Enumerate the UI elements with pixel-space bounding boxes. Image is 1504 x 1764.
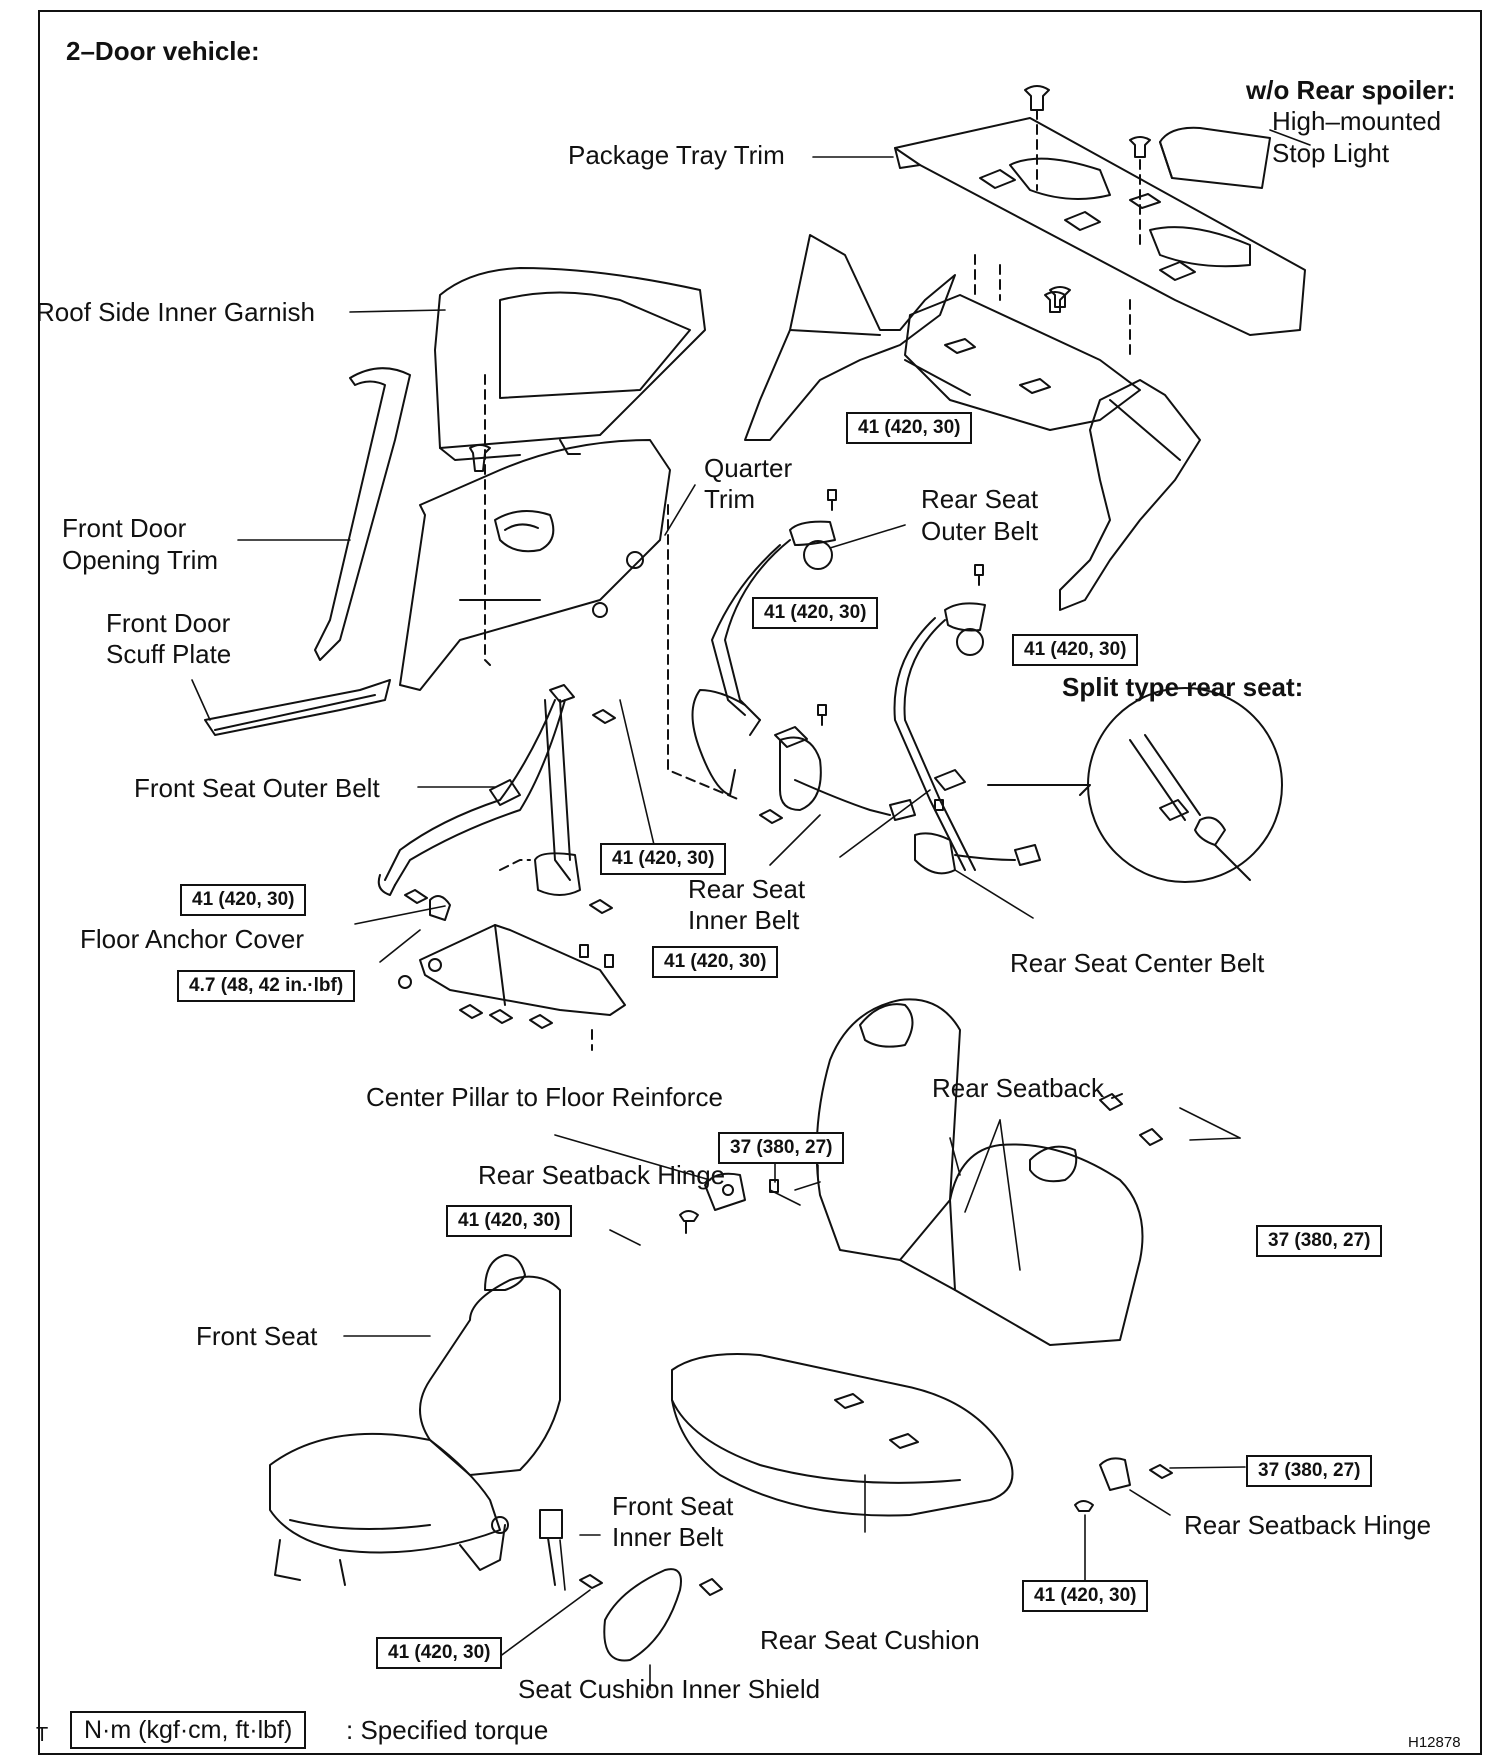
- front-door-scuff-plate-label-2: Scuff Plate: [106, 639, 232, 669]
- front-seat-inner-belt-label-2: Inner Belt: [612, 1522, 724, 1552]
- shield-bolt: [699, 1578, 723, 1596]
- trim-clip: [1049, 286, 1071, 308]
- front-seat-drawing: [269, 1254, 561, 1586]
- scuff-plate-drawing: [204, 679, 391, 736]
- rear-seat-outer-belt-label-2: Outer Belt: [921, 516, 1039, 546]
- floor-anchor-cover-drawing: [429, 895, 451, 921]
- stop-light-label-1: High–mounted: [1272, 106, 1442, 136]
- front-belt-anchor-bolt: [404, 889, 428, 904]
- legend-text: : Specified torque: [346, 1715, 549, 1745]
- outer-belt-guide-line: [667, 504, 741, 801]
- front-seat-outer-belt-label: Front Seat Outer Belt: [134, 773, 380, 803]
- package-tray-trim-drawing: [894, 117, 1306, 336]
- front-belt-upper-bolt: [592, 709, 616, 724]
- rear-seatback-hinge-drawing: [704, 1172, 746, 1211]
- floor-anchor-cover-label: Floor Anchor Cover: [80, 924, 304, 954]
- legend-prefix: T: [36, 1724, 49, 1746]
- seat-cushion-inner-shield-label: Seat Cushion Inner Shield: [518, 1674, 821, 1704]
- rear-seatback-hinge-label-left: Rear Seatback Hinge: [478, 1160, 726, 1190]
- torque-box-hinge-right-lower: 41 (420, 30): [1022, 1580, 1149, 1612]
- roof-side-inner-garnish-label: Roof Side Inner Garnish: [36, 297, 315, 327]
- seatback-bolt-right: [1139, 1128, 1163, 1146]
- front-door-opening-trim-label-2: Opening Trim: [62, 545, 219, 575]
- front-seat-inner-belt-drawing: [539, 1509, 563, 1586]
- stop-light-drawing: [1159, 126, 1271, 189]
- torque-box-outer-belt: 41 (420, 30): [846, 412, 973, 444]
- package-tray-side-panel: [904, 294, 1141, 431]
- diagram-frame: [38, 10, 1482, 1755]
- rear-seat-cushion-label: Rear Seat Cushion: [760, 1625, 980, 1655]
- center-belt-lower-bolt: [934, 799, 944, 811]
- rear-seat-inner-belt-label-2: Inner Belt: [688, 905, 800, 935]
- stop-light-label-2: Stop Light: [1272, 138, 1390, 168]
- center-pillar-reinforce-drawing: [398, 924, 626, 1029]
- rear-quarter-trim-drawing: [744, 234, 971, 441]
- front-door-scuff-plate-label-1: Front Door: [106, 608, 231, 638]
- torque-box-front-belt-anchor: 41 (420, 30): [180, 884, 307, 916]
- split-type-leader: [987, 784, 1091, 796]
- quarter-trim-label-1: Quarter: [704, 453, 793, 483]
- front-belt-lower-bolt: [589, 899, 613, 914]
- belt-anchor-bolt: [759, 809, 783, 824]
- front-seat-label: Front Seat: [196, 1321, 318, 1351]
- torque-box-inner-belt-upper: 41 (420, 30): [752, 597, 879, 629]
- quarter-trim-label-2: Trim: [704, 484, 756, 514]
- rear-seat-inner-belt-drawing: [774, 726, 916, 821]
- rear-seatback-drawing: [815, 998, 1144, 1346]
- floor-guide-line: [499, 859, 531, 871]
- rear-seat-center-belt-label: Rear Seat Center Belt: [1010, 948, 1265, 978]
- front-door-opening-trim-drawing: [314, 367, 411, 661]
- rear-seat-cushion-drawing: [671, 1353, 1014, 1517]
- figure-code: H12878: [1408, 1734, 1461, 1751]
- front-seat-outer-belt-drawing: [377, 684, 581, 896]
- garnish-clip: [469, 444, 491, 472]
- garnish-guide-line: [484, 374, 491, 666]
- center-pillar-reinforce-label: Center Pillar to Floor Reinforce: [366, 1082, 723, 1112]
- front-seat-inner-belt-label-1: Front Seat: [612, 1491, 734, 1521]
- torque-box-front-belt-lower: 41 (420, 30): [652, 946, 779, 978]
- seatback-bolt-left: [1099, 1093, 1123, 1111]
- roof-side-inner-garnish-drawing: [434, 267, 706, 461]
- inner-belt-bolt: [817, 704, 827, 726]
- torque-box-seatback: 37 (380, 27): [1256, 1225, 1383, 1257]
- diagram-title: 2–Door vehicle:: [66, 36, 260, 66]
- torque-box-front-inner-belt: 41 (420, 30): [376, 1637, 503, 1669]
- legend-unit-box: N·m (kgf·cm, ft·lbf): [70, 1711, 307, 1749]
- rear-seatback-hinge-label-right: Rear Seatback Hinge: [1184, 1510, 1432, 1540]
- torque-box-front-belt-upper: 41 (420, 30): [600, 843, 727, 875]
- center-belt-bolt: [974, 564, 984, 586]
- rear-seatback-hinge-right-drawing: [1074, 1457, 1173, 1512]
- torque-box-hinge-right: 37 (380, 27): [1246, 1455, 1373, 1487]
- split-type-detail-drawing: [1087, 687, 1283, 883]
- inner-belt-bolt-front: [579, 1574, 603, 1589]
- rear-seat-inner-belt-label-1: Rear Seat: [688, 874, 806, 904]
- rear-pillar-trim-drawing: [1059, 379, 1201, 611]
- spoiler-note: w/o Rear spoiler:: [1246, 75, 1456, 105]
- rear-seat-outer-belt-label-1: Rear Seat: [921, 484, 1039, 514]
- outer-belt-bolt: [827, 489, 837, 511]
- leader-lines: [191, 129, 1311, 1691]
- rear-seat-outer-belt-drawing: [691, 520, 836, 796]
- torque-box-center-belt: 41 (420, 30): [1012, 634, 1139, 666]
- split-type-heading: Split type rear seat:: [1062, 672, 1304, 702]
- hinge-bolt-lower: [679, 1210, 699, 1234]
- quarter-trim-drawing: [399, 439, 671, 691]
- tray-guide-lines: [974, 109, 1141, 361]
- package-tray-trim-label: Package Tray Trim: [568, 140, 785, 170]
- torque-box-hinge-left: 41 (420, 30): [446, 1205, 573, 1237]
- rear-seatback-label: Rear Seatback: [932, 1073, 1104, 1103]
- front-door-opening-trim-label-1: Front Door: [62, 513, 187, 543]
- seat-cushion-inner-shield-drawing: [603, 1568, 682, 1662]
- torque-box-reinforce: 4.7 (48, 42 in.·lbf): [177, 970, 356, 1002]
- rear-seat-center-belt-drawing: [893, 602, 1041, 875]
- torque-box-hinge-bolt: 37 (380, 27): [718, 1132, 845, 1164]
